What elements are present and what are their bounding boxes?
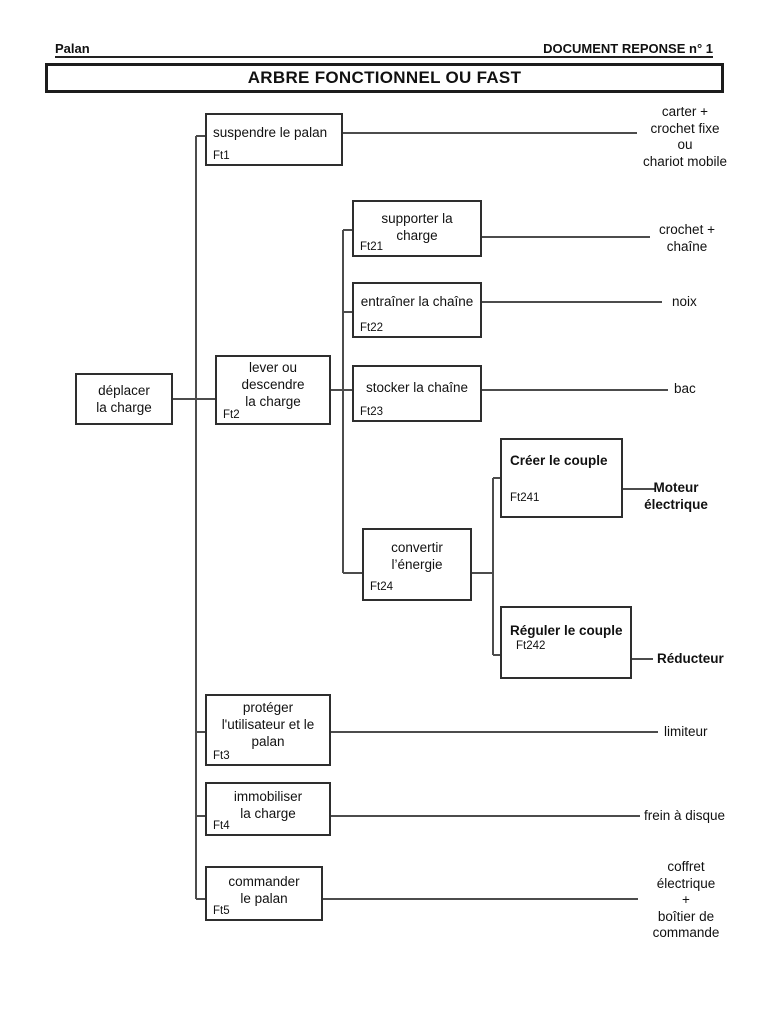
box-label: lever ou descendre la charge [241,360,305,409]
ft-code: Ft24 [370,581,394,593]
box-ft242: Réguler le couple Ft242 [500,606,632,679]
ft-code: Ft23 [360,406,384,418]
output-label-ft23: bac [674,381,696,396]
box-label: Réguler le couple [510,623,623,638]
box-label: immobiliser la charge [233,789,303,821]
ft-code: Ft21 [360,241,384,253]
output-label-ft3: limiteur [664,724,708,739]
box-label: supporter la charge [381,211,453,243]
ft-code: Ft241 [510,492,540,504]
box-ft3: protéger l'utilisateur et le palan Ft3 [205,694,331,766]
header-subject: Palan [55,41,90,56]
ft-code: Ft3 [213,750,230,762]
box-label: suspendre le palan [213,125,328,140]
box-label: convertir l’énergie [391,540,443,572]
box-ft21: supporter la charge Ft21 [352,200,482,257]
box-ft241: Créer le couple Ft241 [500,438,623,518]
output-label-ft21: crochet + chaîne [659,222,715,254]
header-rule [55,56,713,58]
ft-code: Ft242 [516,640,546,652]
output-label-ft5: coffret électrique + boîtier de commande [652,859,720,940]
box-ft2: lever ou descendre la charge Ft2 [215,355,331,425]
box-ft22: entraîner la chaîne Ft22 [352,282,482,338]
box-label: commander le palan [228,874,300,906]
header-document-number: DOCUMENT REPONSE n° 1 [543,41,713,56]
output-label-ft4: frein à disque [644,808,726,823]
title-banner: ARBRE FONCTIONNEL OU FAST [45,63,724,93]
box-ft5: commander le palan Ft5 [205,866,323,921]
output-label-ft241: Moteur électrique [644,480,708,512]
output-label-ft242: Réducteur [657,651,724,666]
box-label: entraîner la chaîne [360,294,474,309]
box-ft24: convertir l’énergie Ft24 [362,528,472,601]
ft-code: Ft5 [213,905,230,917]
box-label: déplacer la charge [96,383,152,415]
box-ft4: immobiliser la charge Ft4 [205,782,331,836]
box-label: protéger l'utilisateur et le palan [221,700,315,749]
box-label: stocker la chaîne [365,380,469,395]
box-ft23: stocker la chaîne Ft23 [352,365,482,422]
box-root-function: déplacer la charge [75,373,173,425]
ft-code: Ft4 [213,820,230,832]
ft-code: Ft2 [223,409,240,421]
ft-code: Ft1 [213,150,230,162]
page-title: ARBRE FONCTIONNEL OU FAST [247,68,522,87]
box-ft1: suspendre le palan Ft1 [205,113,343,166]
ft-code: Ft22 [360,322,384,334]
output-label-ft22: noix [672,294,697,309]
box-label: Créer le couple [510,453,608,468]
output-label-ft1: carter + crochet fixe ou chariot mobile [642,104,728,169]
